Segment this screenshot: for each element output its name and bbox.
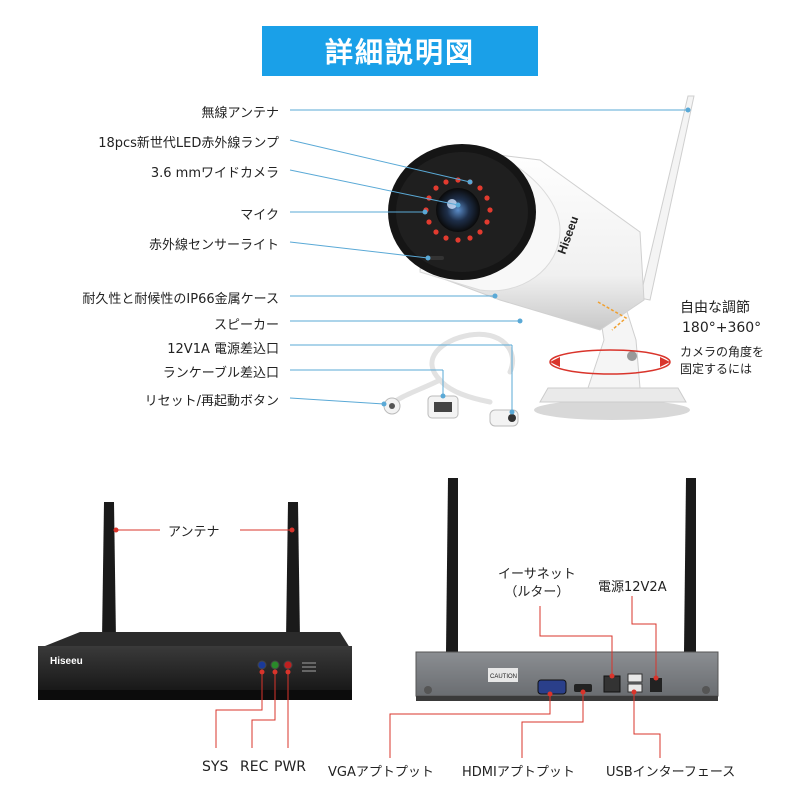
mount-base [539, 387, 687, 403]
callout-label-lens: 3.6 mmワイドカメラ [150, 166, 279, 181]
bullet-camera: Hiseeu [383, 95, 695, 427]
camera-lens [436, 188, 480, 232]
usb-port-1 [627, 673, 643, 683]
reset-button-cable [383, 397, 401, 415]
page-title: 詳細説明図 [324, 36, 475, 69]
callout-label-case: 耐久性と耐候性のIP66金属ケース [82, 292, 279, 307]
nvr-back: CAUTION [415, 478, 719, 701]
lan-connector [427, 395, 459, 419]
pwr-label: PWR [274, 759, 307, 775]
nvr-back-leader-lines [389, 596, 661, 758]
nvr-back-antenna-left [446, 478, 458, 652]
camera-antenna [639, 95, 695, 301]
vga-port [537, 679, 567, 695]
hdmi-port [574, 684, 592, 692]
callout-label-ir-led: 18pcs新世代LED赤外線ランプ [98, 136, 279, 151]
nvr-front-antenna-right [286, 502, 300, 640]
sys-label: SYS [202, 759, 229, 775]
power-label: 電源12V2A [598, 580, 667, 595]
ethernet-label: イーサネット （ルター） [498, 566, 576, 602]
ir-sensor [426, 256, 444, 260]
rotation-note-line2: 固定するには [680, 362, 753, 376]
camera-leader-lines [289, 109, 688, 412]
usb-label: USBインターフェース [606, 765, 736, 780]
vga-label: VGAアプトプット [328, 765, 434, 780]
ethernet-label-line1: イーサネット [498, 567, 576, 582]
callout-label-mic: マイク [240, 208, 279, 223]
nvr-front-vent [302, 662, 316, 672]
sys-led [257, 660, 267, 670]
callout-label-lan-port: ランケーブル差込口 [162, 366, 279, 381]
callout-label-antenna: 無線アンテナ [201, 106, 279, 121]
title-banner: 詳細説明図 [262, 26, 538, 76]
nvr-front-top [40, 632, 350, 648]
nvr-back-antenna-right [684, 478, 696, 652]
mount-base-shadow [534, 400, 690, 420]
hdmi-label: HDMIアプトプット [462, 765, 575, 780]
ethernet-label-line2: （ルター） [504, 585, 570, 600]
nvr-front-antenna-left [102, 502, 116, 640]
mount-screw [627, 351, 637, 361]
pwr-led [283, 660, 293, 670]
rec-led [270, 660, 280, 670]
antenna-label: アンテナ [168, 525, 220, 540]
rec-label: REC [240, 759, 269, 775]
rotation-line1: 自由な調節 [680, 300, 750, 316]
power-port [650, 678, 662, 692]
callout-label-ir-sensor: 赤外線センサーライト [148, 238, 279, 253]
callout-label-reset: リセット/再起動ボタン [144, 394, 279, 409]
rotation-label: 自由な調節 180°+360° [680, 298, 761, 338]
svg-text:CAUTION: CAUTION [490, 674, 517, 680]
rotation-line2: 180°+360° [682, 320, 762, 336]
nvr-front: Hiseeu [38, 502, 352, 700]
rotation-indicator [549, 301, 671, 375]
nvr-front-brand: Hiseeu [50, 656, 83, 667]
callout-dots [381, 107, 691, 415]
rotation-note-line1: カメラの角度を [680, 345, 765, 359]
nvr-front-leader-lines [116, 529, 292, 748]
rotation-note: カメラの角度を 固定するには [680, 344, 764, 378]
nvr-back-panel [415, 651, 719, 697]
caution-label [488, 668, 518, 682]
callout-label-power-port: 12V1A 電源差込口 [167, 342, 279, 357]
callout-label-speaker: スピーカー [213, 318, 279, 333]
